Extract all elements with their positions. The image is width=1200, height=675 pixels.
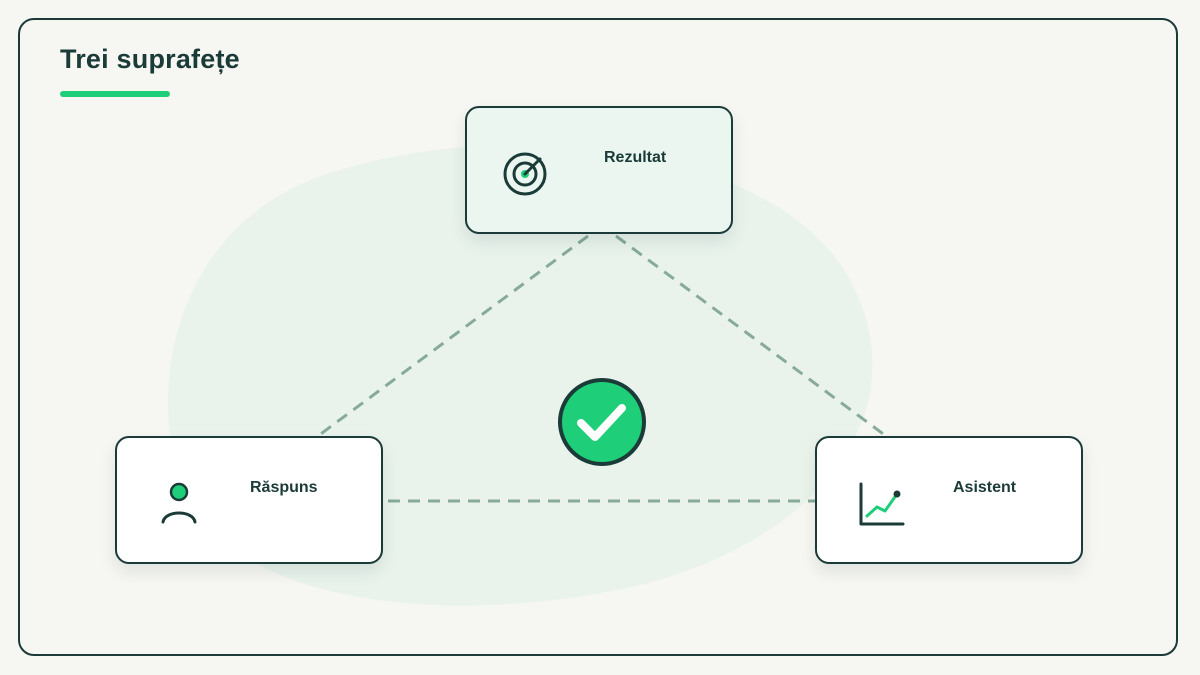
connector-top-left [317, 234, 589, 438]
node-label-asistent: Asistent [953, 479, 1017, 496]
diagram-frame: Trei suprafețe Rezultat Răspuns Asistent [18, 18, 1178, 656]
page-title: Trei suprafețe [60, 44, 240, 74]
node-rezultat[interactable]: Rezultat [465, 106, 733, 234]
user-icon [161, 482, 197, 524]
node-label-rezultat: Rezultat [604, 149, 667, 166]
connector-top-right [615, 234, 887, 438]
checkmark-circle-icon [558, 378, 646, 466]
node-asistent[interactable]: Asistent [815, 436, 1083, 564]
title-underline [60, 91, 170, 97]
target-icon [503, 152, 547, 196]
line-chart-icon [859, 482, 905, 526]
connector-lines [317, 234, 887, 503]
node-label-raspuns: Răspuns [250, 479, 318, 496]
node-raspuns[interactable]: Răspuns [115, 436, 383, 564]
